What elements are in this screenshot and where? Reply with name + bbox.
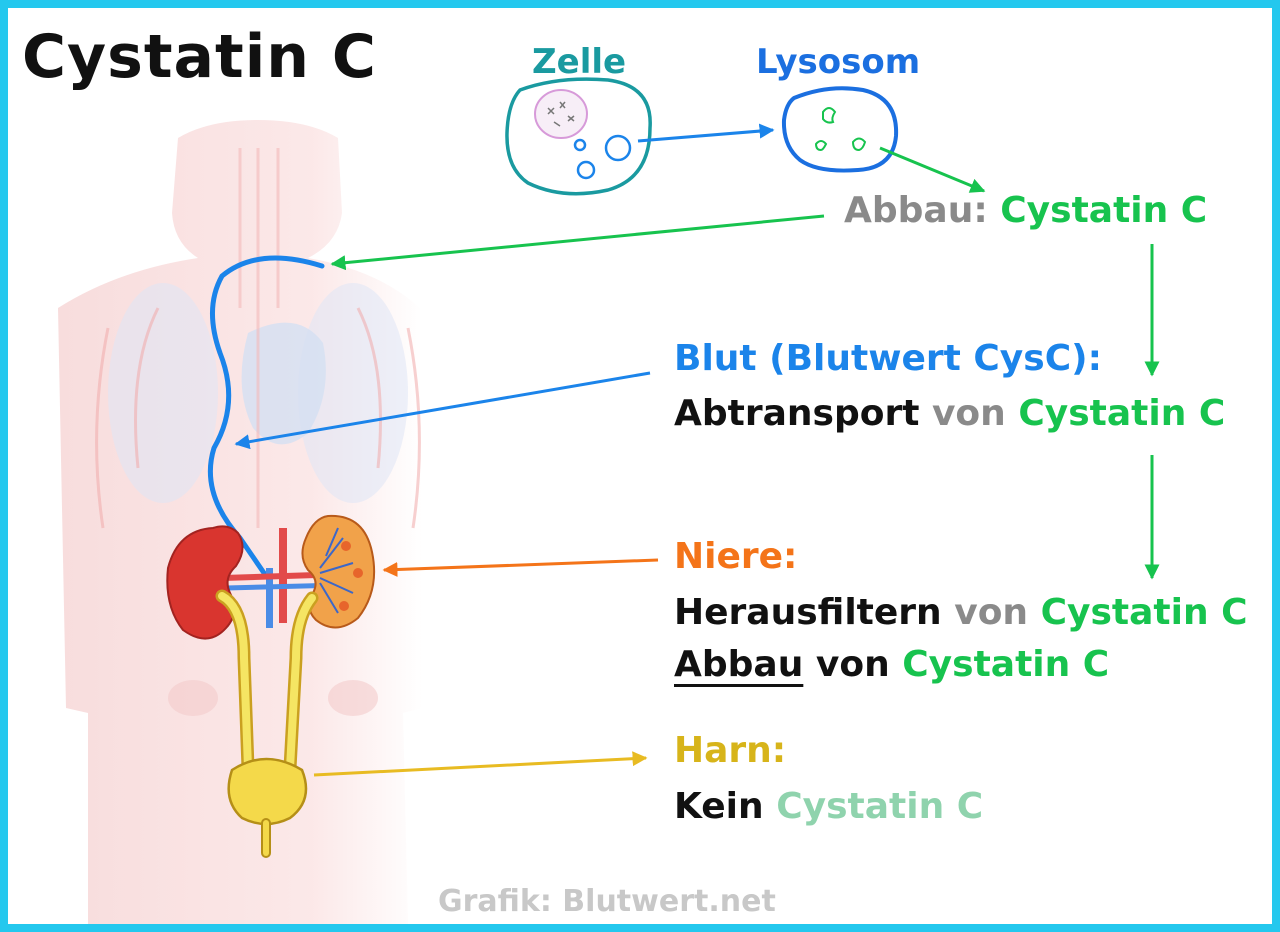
breakdown-prefix: Abbau: bbox=[844, 190, 988, 231]
kidney-line2-substance: Cystatin C bbox=[902, 644, 1109, 685]
bladder bbox=[229, 759, 306, 824]
kidney-line1-connector: von bbox=[954, 592, 1028, 633]
urine-line: Kein Cystatin C bbox=[674, 786, 983, 827]
cell-drawing bbox=[507, 79, 650, 194]
blood-line: Abtransport von Cystatin C bbox=[674, 393, 1225, 434]
kidney-line2-connector: von bbox=[816, 644, 890, 685]
breakdown-substance: Cystatin C bbox=[1000, 190, 1207, 231]
arrow-breakdown-to-blood bbox=[332, 216, 824, 264]
right-kidney-cross-section bbox=[302, 516, 374, 628]
kidney-heading: Niere: bbox=[674, 536, 797, 577]
diagram-artwork bbox=[8, 8, 1272, 924]
breakdown-line: Abbau: Cystatin C bbox=[844, 190, 1207, 231]
kidney-line-1: Herausfiltern von Cystatin C bbox=[674, 592, 1248, 633]
blood-connector: von bbox=[932, 393, 1006, 434]
urine-heading: Harn: bbox=[674, 730, 786, 771]
arrow-lysosome-to-breakdown bbox=[880, 148, 984, 191]
kidney-line1-substance: Cystatin C bbox=[1041, 592, 1248, 633]
blood-action: Abtransport bbox=[674, 393, 919, 434]
cell-label: Zelle bbox=[532, 42, 626, 82]
page-title: Cystatin C bbox=[22, 22, 377, 92]
kidney-line2-action: Abbau bbox=[674, 644, 803, 685]
urine-prefix: Kein bbox=[674, 786, 764, 827]
urine-substance: Cystatin C bbox=[776, 786, 983, 827]
kidney-line-2: Abbau von Cystatin C bbox=[674, 644, 1109, 685]
blood-heading: Blut (Blutwert CysC): bbox=[674, 338, 1102, 379]
kidney-line1-action: Herausfiltern bbox=[674, 592, 942, 633]
arrow-kidney-text-to-kidney bbox=[384, 560, 658, 570]
lysosome-drawing bbox=[784, 88, 896, 170]
lysosome-label: Lysosom bbox=[756, 42, 920, 82]
image-credit: Grafik: Blutwert.net bbox=[438, 884, 776, 919]
blood-substance: Cystatin C bbox=[1018, 393, 1225, 434]
arrow-cell-to-lysosome bbox=[638, 130, 773, 141]
